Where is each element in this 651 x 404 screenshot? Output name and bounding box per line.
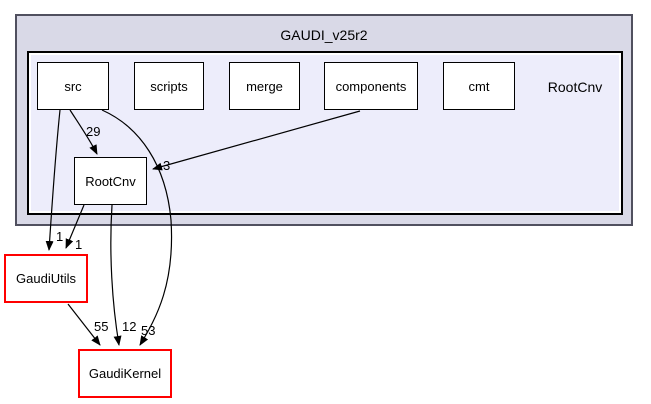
edge-label-components-rootcnv: 3 — [163, 158, 171, 173]
node-gaudiutils[interactable]: GaudiUtils — [4, 254, 88, 303]
edge-label-src-gaudikernel: 53 — [141, 323, 156, 338]
edge-label-rootcnv-gaudikernel: 12 — [122, 319, 137, 334]
cluster-rootcnv-label: RootCnv — [547, 79, 603, 95]
node-merge[interactable]: merge — [229, 62, 300, 110]
node-gaudikernel[interactable]: GaudiKernel — [78, 349, 172, 398]
node-cmt[interactable]: cmt — [443, 62, 515, 110]
cluster-gaudi-v25r2-label: GAUDI_v25r2 — [280, 27, 368, 43]
edge-label-gaudiutils-gaudikernel: 55 — [94, 319, 109, 334]
node-src[interactable]: src — [37, 62, 109, 110]
node-scripts[interactable]: scripts — [134, 62, 204, 110]
edge-label-src-rootcnv: 29 — [86, 124, 101, 139]
edge-rootcnv-to-gaudikernel — [110, 204, 122, 346]
edge-label-src-gaudiutils: 1 — [56, 229, 64, 244]
node-components[interactable]: components — [324, 62, 418, 110]
node-rootcnv[interactable]: RootCnv — [74, 157, 147, 205]
edge-label-rootcnv-gaudiutils: 1 — [75, 237, 83, 252]
